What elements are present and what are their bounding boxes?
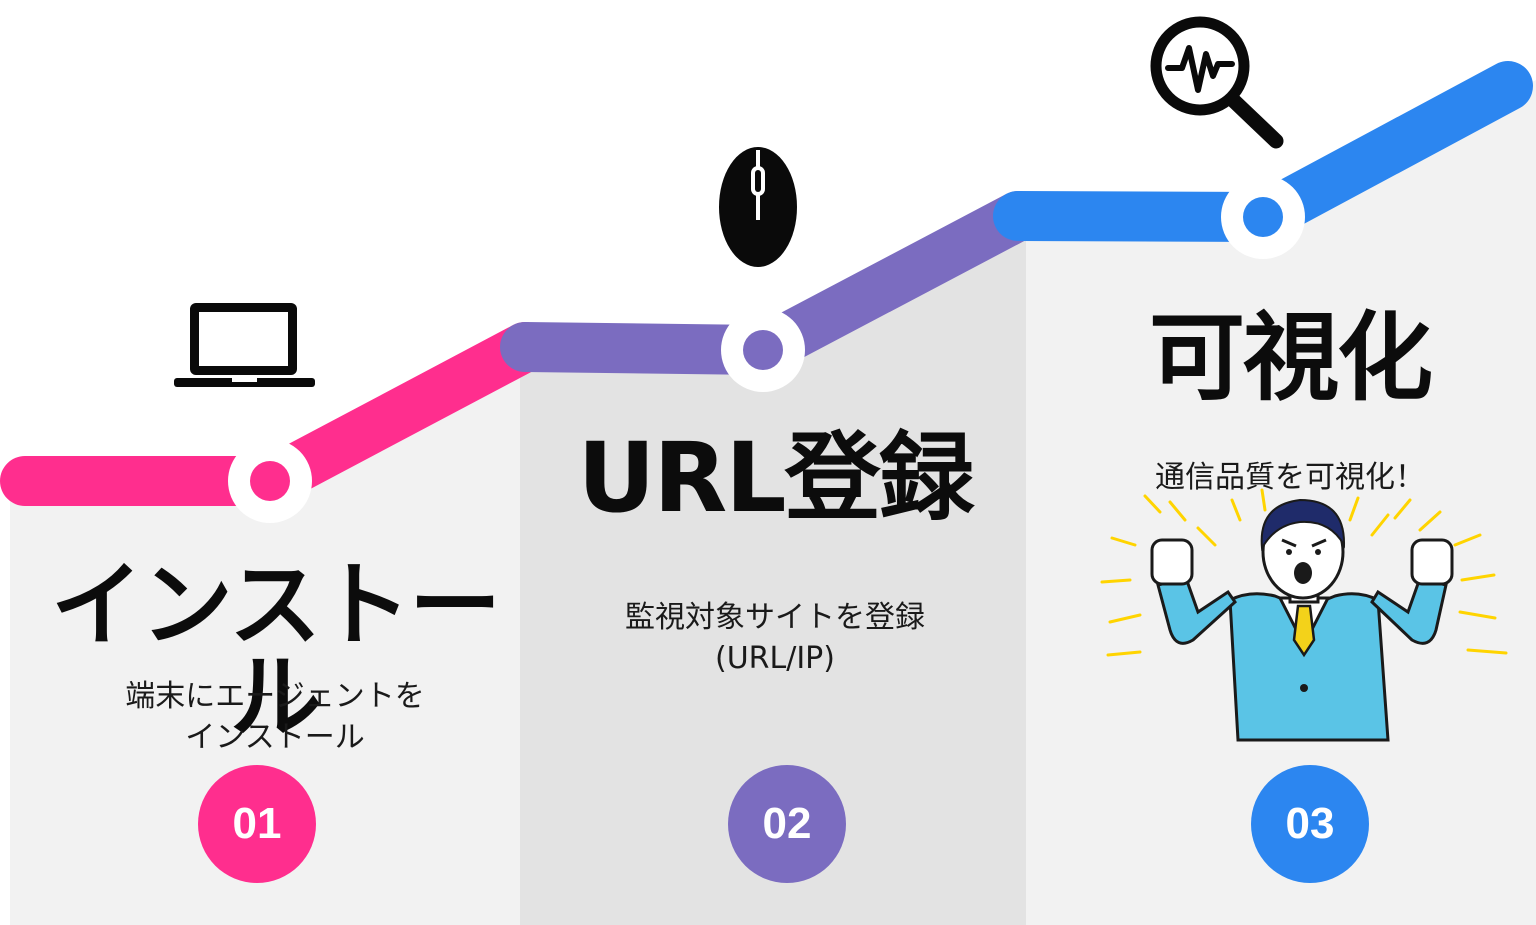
step1-description-line1: 端末にエージェントを xyxy=(125,679,425,714)
step2-title: URL登録 xyxy=(577,422,974,534)
step1-number-badge: 01 xyxy=(198,765,316,883)
step3-title: 可視化 xyxy=(1149,302,1433,414)
step3-description-line1: 通信品質を可視化！ xyxy=(1155,460,1425,495)
step2-description-line2: (URL/IP) xyxy=(715,641,835,676)
path-node-step3 xyxy=(1221,175,1305,259)
magnifier-pulse-icon xyxy=(1150,16,1284,149)
path-node-step2 xyxy=(721,308,805,392)
step2-panel xyxy=(520,218,1026,925)
step1-description: 端末にエージェントを インストール xyxy=(20,676,530,758)
step1-title: インストール xyxy=(50,552,501,751)
step2-number-badge: 02 xyxy=(728,765,846,883)
step3-panel xyxy=(1026,80,1536,925)
path-node-step1 xyxy=(228,439,312,523)
step2-description-line1: 監視対象サイトを登録 xyxy=(625,600,925,635)
step3-description: 通信品質を可視化！ xyxy=(1040,457,1536,498)
mouse-icon xyxy=(719,147,797,267)
step3-number-badge: 03 xyxy=(1251,765,1369,883)
step1-description-line2: インストール xyxy=(185,720,365,755)
step2-description: 監視対象サイトを登録 (URL/IP) xyxy=(530,597,1020,679)
cheering-businessman-illustration xyxy=(1100,488,1508,742)
laptop-icon xyxy=(174,303,315,387)
excitement-rays xyxy=(1100,488,1508,657)
